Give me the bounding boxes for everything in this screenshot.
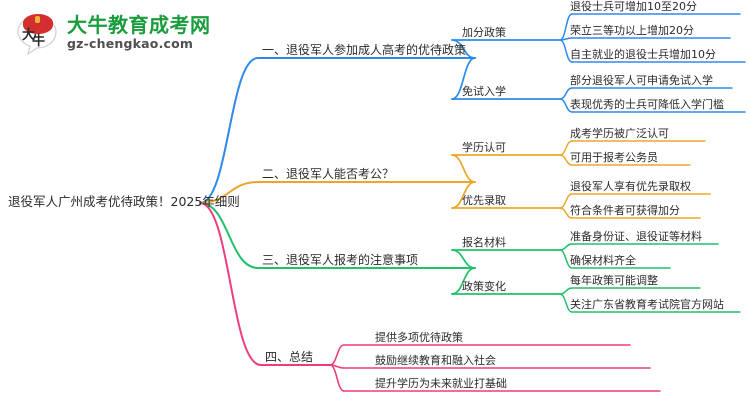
subnode-3-2[interactable]: 政策变化 <box>462 280 506 293</box>
leaf-node-2-2-1[interactable]: 退役军人享有优先录取权 <box>570 180 691 193</box>
leaf-node-1-1-1[interactable]: 退役士兵可增加10至20分 <box>570 0 697 13</box>
subnode-1-1[interactable]: 加分政策 <box>462 26 506 39</box>
leaf-node-2-1-1[interactable]: 成考学历被广泛认可 <box>570 127 669 140</box>
leaf-node-1-2-1[interactable]: 部分退役军人可申请免试入学 <box>570 74 713 87</box>
branch-node-1[interactable]: 一、退役军人参加成人高考的优待政策 <box>262 43 467 57</box>
site-logo: 大 牛 大牛教育成考网 gz-chengkao.com <box>14 8 229 58</box>
svg-text:牛: 牛 <box>32 33 45 49</box>
branch-node-4[interactable]: 四、总结 <box>265 350 314 364</box>
logo-mark-icon: 大 牛 <box>14 11 60 56</box>
svg-text:大: 大 <box>22 27 35 43</box>
subnode-1-2[interactable]: 免试入学 <box>462 85 506 98</box>
subnode-2-1[interactable]: 学历认可 <box>462 141 506 154</box>
root-node[interactable]: 退役军人广州成考优待政策！2025年细则 <box>8 194 240 209</box>
leaf-node-3-1-2[interactable]: 确保材料齐全 <box>570 254 636 267</box>
leaf-node-1-1-3[interactable]: 自主就业的退役士兵增加10分 <box>570 48 716 61</box>
leaf-node-3-2-2[interactable]: 关注广东省教育考试院官方网站 <box>570 298 724 311</box>
branch-node-3[interactable]: 三、退役军人报考的注意事项 <box>262 253 419 267</box>
leaf-node-4-3[interactable]: 提升学历为未来就业打基础 <box>375 377 507 390</box>
leaf-node-1-1-2[interactable]: 荣立三等功以上增加20分 <box>570 24 694 37</box>
subnode-2-2[interactable]: 优先录取 <box>462 194 506 207</box>
leaf-node-3-1-1[interactable]: 准备身份证、退役证等材料 <box>570 230 702 243</box>
branch-node-2[interactable]: 二、退役军人能否考公？ <box>262 167 395 181</box>
logo-title: 大牛教育成考网 <box>67 13 211 38</box>
leaf-node-2-1-2[interactable]: 可用于报考公务员 <box>570 151 658 164</box>
leaf-node-3-2-1[interactable]: 每年政策可能调整 <box>570 274 658 287</box>
logo-text: 大牛教育成考网 gz-chengkao.com <box>67 15 211 51</box>
leaf-node-2-2-2[interactable]: 符合条件者可获得加分 <box>570 204 680 217</box>
leaf-node-4-2[interactable]: 鼓励继续教育和融入社会 <box>375 354 496 367</box>
leaf-node-4-1[interactable]: 提供多项优待政策 <box>375 331 463 344</box>
subnode-3-1[interactable]: 报名材料 <box>462 236 506 249</box>
leaf-node-1-2-2[interactable]: 表现优秀的士兵可降低入学门槛 <box>570 98 724 111</box>
logo-subtitle: gz-chengkao.com <box>67 36 194 52</box>
